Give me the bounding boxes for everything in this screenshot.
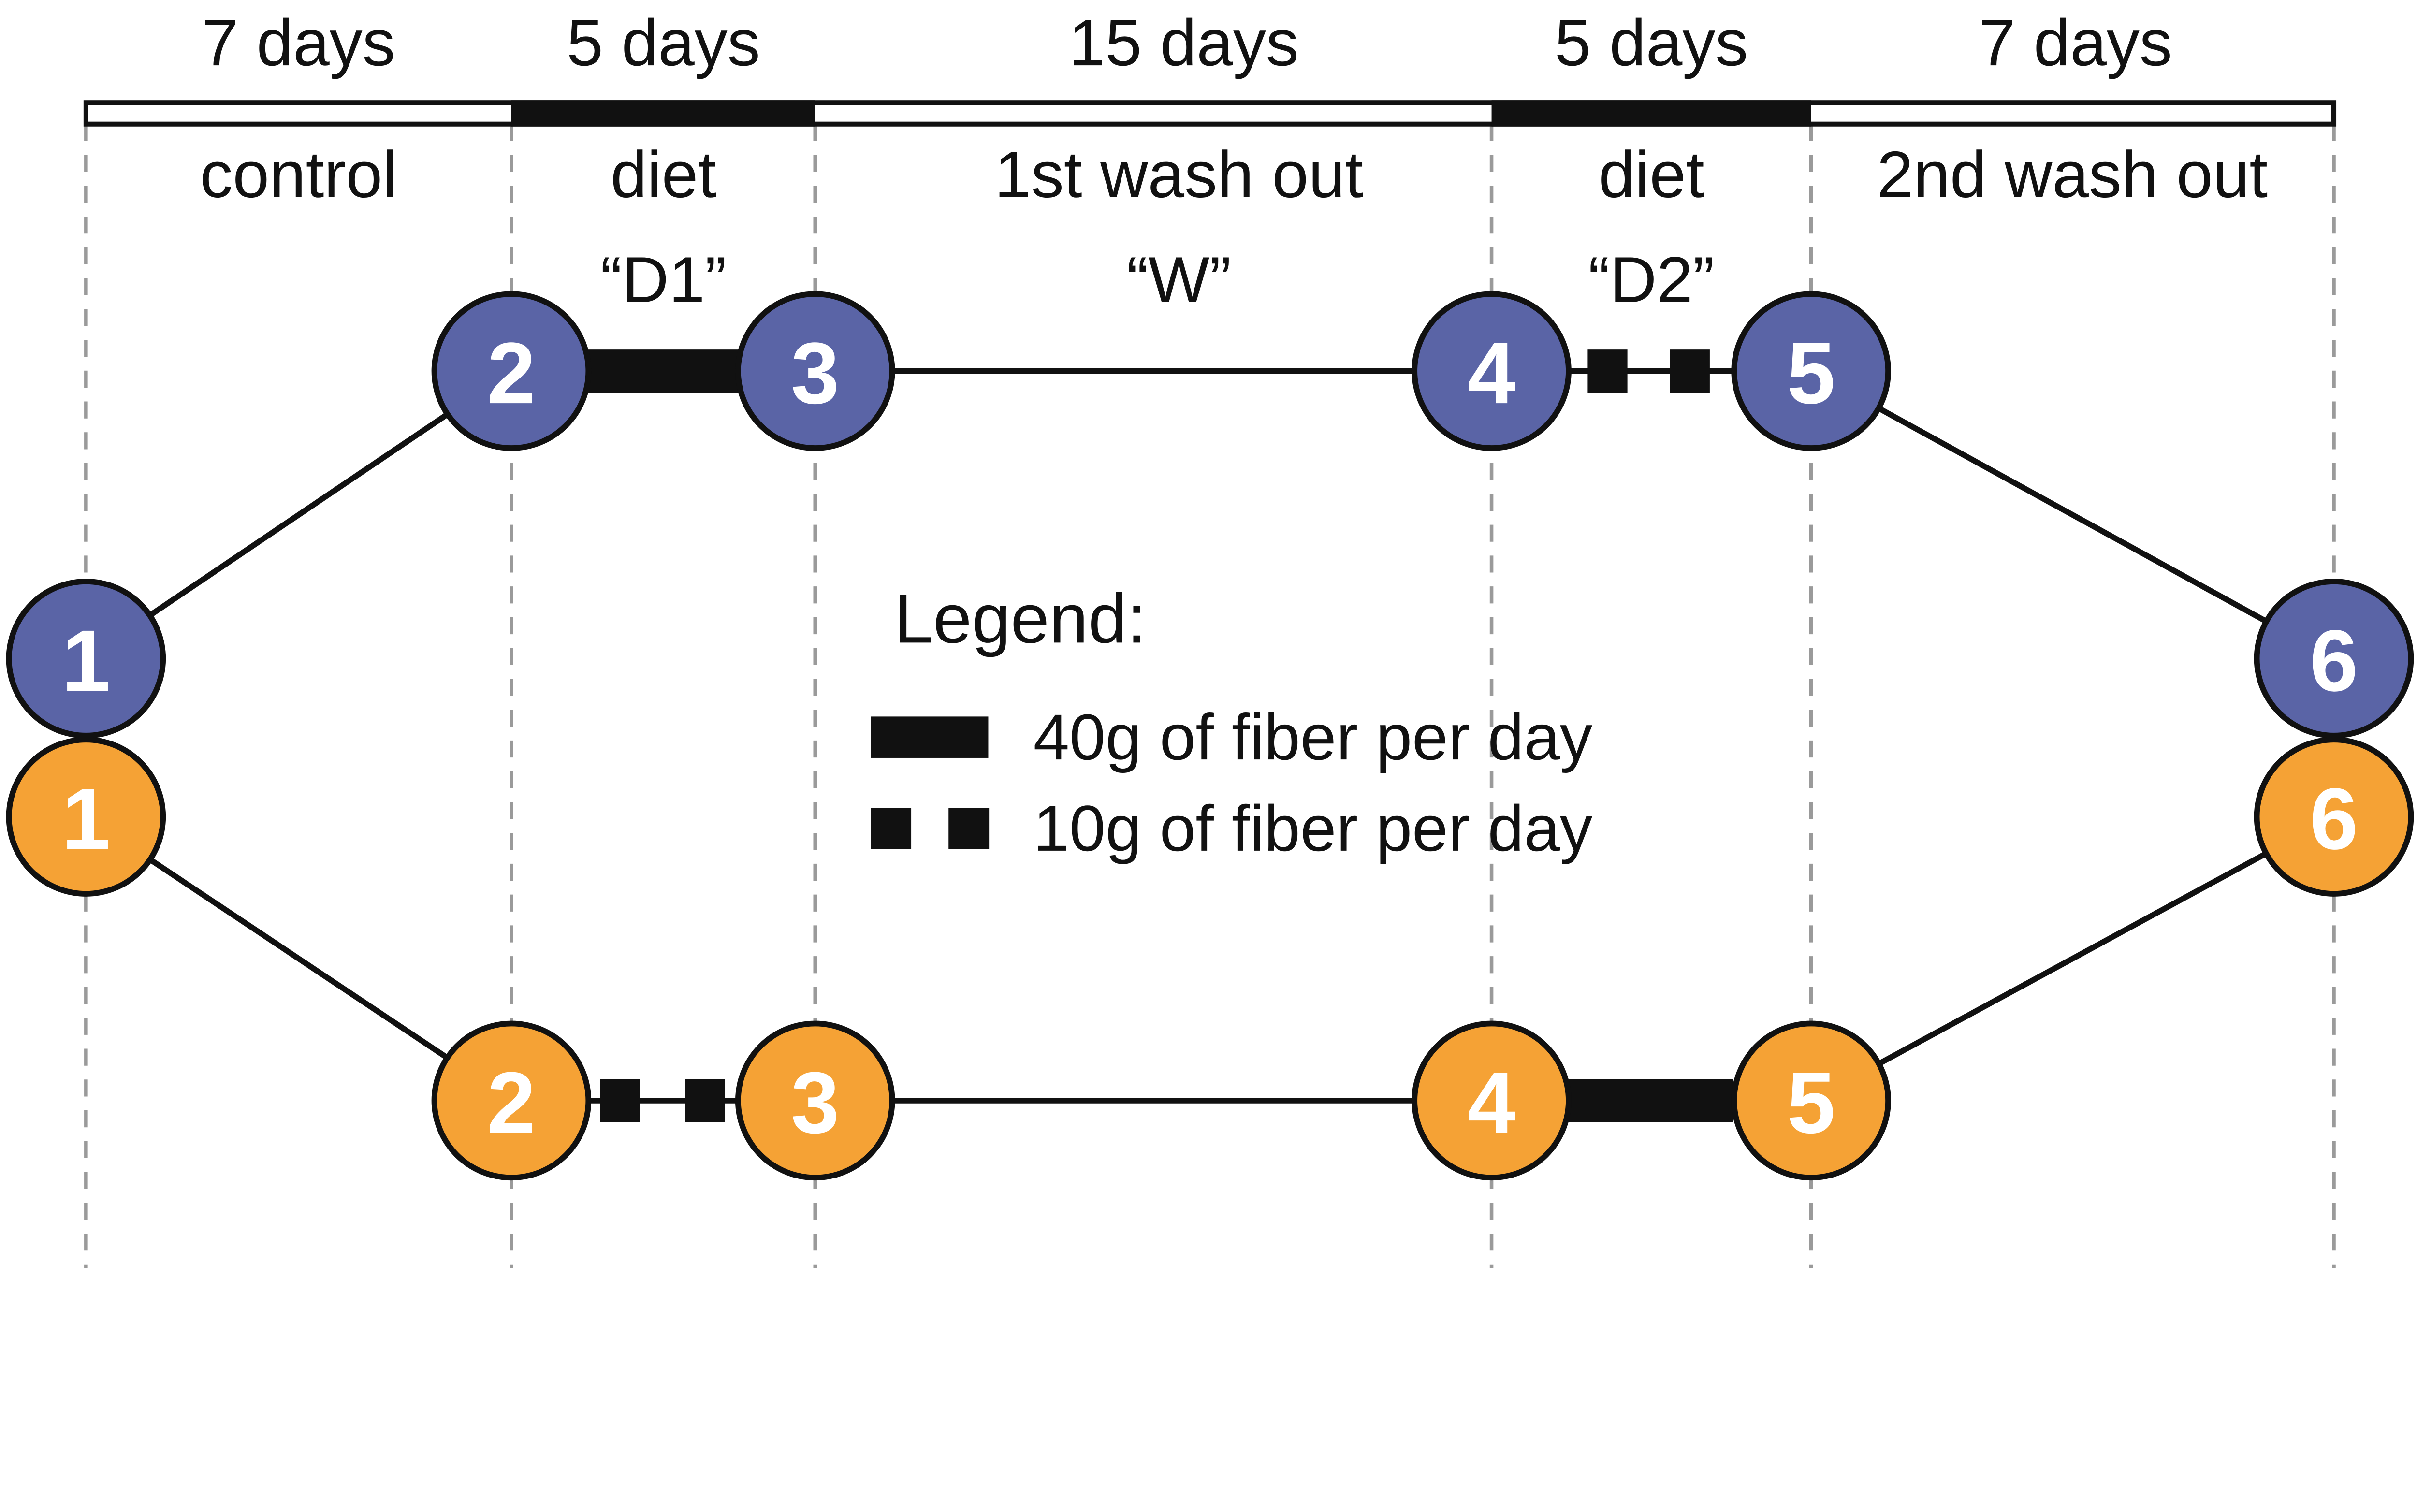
node-blue-3 xyxy=(735,291,895,451)
legend-item-40g-label: 40g of fiber per day xyxy=(1034,701,1593,773)
node-blue-4 xyxy=(1412,291,1572,451)
node-blue-2 xyxy=(431,291,592,451)
orange-thick-bar-4-5 xyxy=(1565,1079,1733,1122)
node-blue-4-number: 4 xyxy=(1467,325,1515,422)
blue-arm-nodes: 1 2 3 4 5 6 xyxy=(6,291,2414,739)
code-label-d1: “D1” xyxy=(600,244,727,316)
blue-link-5-6 xyxy=(1809,368,2335,661)
duration-label-diet2: 5 days xyxy=(1555,6,1748,79)
node-orange-5-number: 5 xyxy=(1787,1054,1835,1151)
legend-solid-bar-swatch xyxy=(871,716,989,758)
node-orange-1-number: 1 xyxy=(62,771,110,868)
node-orange-4 xyxy=(1412,1020,1572,1181)
node-blue-2-number: 2 xyxy=(487,325,536,422)
orange-arm-nodes: 1 2 3 4 5 6 xyxy=(6,737,2414,1181)
node-blue-5-number: 5 xyxy=(1787,325,1835,422)
orange-dash-square-2 xyxy=(685,1079,726,1122)
timeline-diet2-segment xyxy=(1491,100,1811,127)
node-blue-1-number: 1 xyxy=(62,612,110,710)
study-design-diagram: 7 days 5 days 15 days 5 days 7 days cont… xyxy=(6,6,2414,1269)
phase-label-washout2: 2nd wash out xyxy=(1877,138,2268,211)
phase-label-diet2: diet xyxy=(1599,138,1704,211)
duration-label-diet1: 5 days xyxy=(567,6,760,79)
timeline-bar xyxy=(83,100,2337,127)
phase-labels: control diet 1st wash out diet 2nd wash … xyxy=(200,138,2268,211)
orange-link-5-6 xyxy=(1809,814,2335,1104)
node-orange-5 xyxy=(1731,1020,1891,1181)
phase-label-washout1: 1st wash out xyxy=(994,138,1363,211)
node-orange-3-number: 3 xyxy=(791,1054,839,1151)
legend-item-10g-label: 10g of fiber per day xyxy=(1034,792,1593,865)
blue-link-1-2 xyxy=(84,368,513,661)
node-orange-3 xyxy=(735,1020,895,1181)
node-blue-6-number: 6 xyxy=(2310,612,2358,710)
orange-link-1-2 xyxy=(84,814,513,1103)
node-orange-4-number: 4 xyxy=(1467,1054,1515,1151)
node-orange-6 xyxy=(2254,737,2414,897)
legend-dash-square-swatch-2 xyxy=(948,808,990,849)
orange-dash-square-1 xyxy=(600,1079,640,1122)
duration-label-control: 7 days xyxy=(202,6,395,79)
blue-arm-links xyxy=(84,349,2335,661)
duration-label-washout2: 7 days xyxy=(1979,6,2172,79)
duration-label-washout1: 15 days xyxy=(1069,6,1299,79)
legend-dash-square-swatch-1 xyxy=(871,808,912,849)
phase-label-control: control xyxy=(200,138,397,211)
node-orange-2-number: 2 xyxy=(487,1054,536,1151)
blue-dash-square-1 xyxy=(1587,349,1628,393)
timeline-track xyxy=(83,100,2337,127)
legend: Legend: 40g of fiber per day 10g of fibe… xyxy=(871,579,1592,865)
legend-title: Legend: xyxy=(894,579,1147,657)
duration-labels: 7 days 5 days 15 days 5 days 7 days xyxy=(202,6,2172,79)
node-orange-1 xyxy=(6,737,166,897)
code-label-d2: “D2” xyxy=(1588,244,1715,316)
node-blue-6 xyxy=(2254,579,2414,739)
phase-label-diet1: diet xyxy=(611,138,716,211)
node-blue-1 xyxy=(6,579,166,739)
node-orange-2 xyxy=(431,1020,592,1181)
blue-dash-square-2 xyxy=(1670,349,1710,393)
blue-thick-bar-2-3 xyxy=(585,349,742,393)
node-blue-3-number: 3 xyxy=(791,325,839,422)
period-codes: “D1” “W” “D2” xyxy=(600,244,1715,316)
code-label-w: “W” xyxy=(1127,244,1231,316)
node-blue-5 xyxy=(1731,291,1891,451)
timeline-diet1-segment xyxy=(511,100,815,127)
study-design-figure: 7 days 5 days 15 days 5 days 7 days cont… xyxy=(6,6,2414,1269)
node-orange-6-number: 6 xyxy=(2310,771,2358,868)
